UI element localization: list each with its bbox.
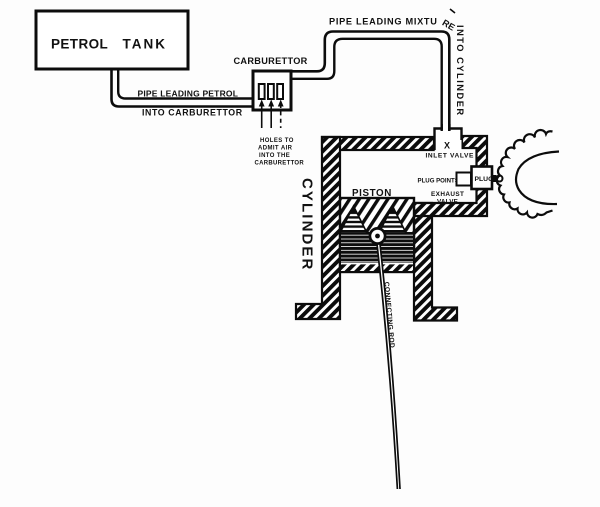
- svg-text:EXHAUST: EXHAUST: [431, 191, 464, 198]
- svg-text:CYLINDER: CYLINDER: [299, 178, 316, 271]
- svg-text:INTO CARBURETTOR: INTO CARBURETTOR: [142, 108, 243, 118]
- svg-text:INLET VALVE: INLET VALVE: [426, 153, 474, 160]
- svg-text:INTO THE: INTO THE: [259, 153, 290, 159]
- svg-text:PLUG POINTS: PLUG POINTS: [418, 178, 459, 185]
- svg-text:ADMIT AIR: ADMIT AIR: [258, 146, 293, 152]
- svg-text:PISTON: PISTON: [352, 188, 392, 199]
- svg-text:HOLES TO: HOLES TO: [260, 138, 294, 144]
- svg-text:PETROL: PETROL: [51, 37, 108, 52]
- svg-text:VALVE: VALVE: [437, 199, 458, 206]
- svg-text:PIPE LEADING MIXTU: PIPE LEADING MIXTU: [329, 17, 438, 27]
- svg-text:TANK: TANK: [123, 37, 168, 52]
- svg-text:PIPE LEADING PETROL: PIPE LEADING PETROL: [138, 89, 239, 99]
- svg-text:PLUG: PLUG: [475, 176, 494, 183]
- svg-text:CARBURETTOR: CARBURETTOR: [234, 56, 308, 66]
- svg-text:CARBURETTOR: CARBURETTOR: [255, 161, 305, 167]
- svg-text:X: X: [444, 141, 450, 151]
- svg-text:INTO CYLINDER: INTO CYLINDER: [455, 25, 465, 117]
